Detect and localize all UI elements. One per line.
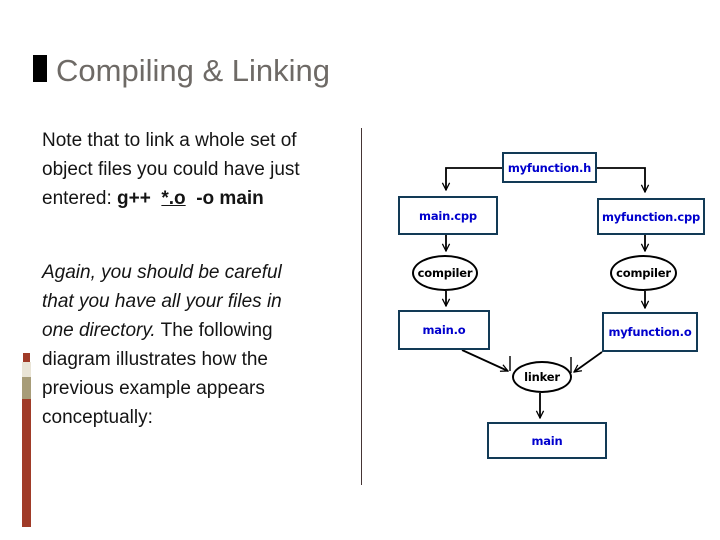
accent-segment-tan <box>22 377 31 399</box>
diagram-node-linker: linker <box>512 361 572 393</box>
diagram-node-myfunction-o: myfunction.o <box>602 312 698 352</box>
vertical-divider <box>361 128 362 485</box>
accent-segment-cream <box>22 362 31 377</box>
diagram-node-main-o: main.o <box>398 310 490 350</box>
diagram-node-main: main <box>487 422 607 459</box>
accent-bar-red <box>22 399 31 527</box>
connector-myfunctiono-to-linker <box>574 351 603 372</box>
diagram-node-myfunction-cpp: myfunction.cpp <box>597 198 705 235</box>
connector-maino-to-linker <box>461 349 508 371</box>
connector-header-to-maincpp <box>446 167 502 190</box>
accent-square-red <box>23 353 30 362</box>
diagram-node-main-cpp: main.cpp <box>398 196 498 235</box>
diagram-node-myfunction-h: myfunction.h <box>502 152 597 183</box>
connector-header-to-myfunctioncpp <box>597 167 645 192</box>
title-bullet-icon <box>33 55 47 82</box>
diagram-node-compiler-left: compiler <box>412 255 478 291</box>
diagram-node-compiler-right: compiler <box>610 255 677 291</box>
page-title: Compiling & Linking <box>56 53 330 88</box>
